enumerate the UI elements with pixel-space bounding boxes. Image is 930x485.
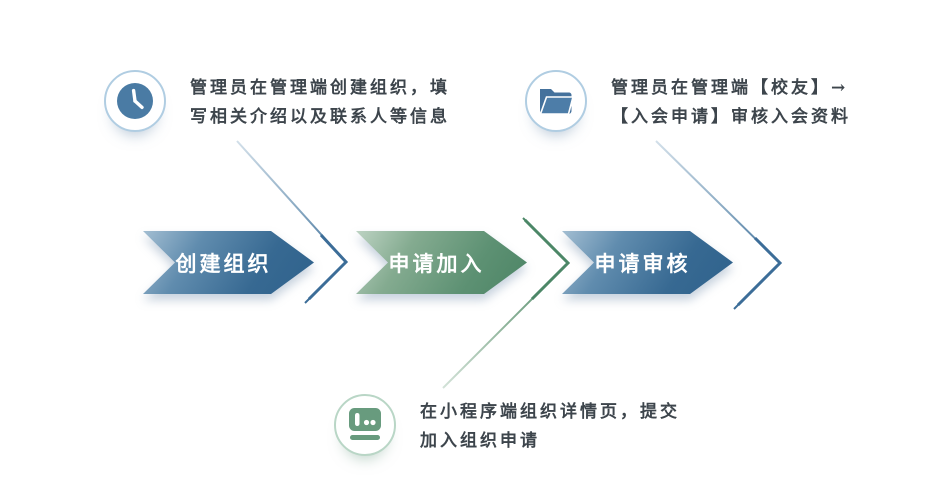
chevron-connector-3 bbox=[655, 140, 783, 310]
chart-board-icon bbox=[334, 394, 396, 456]
chevron-connector-2 bbox=[442, 217, 571, 389]
step-label: 创建组织 bbox=[143, 231, 314, 294]
note-line: 在小程序端组织详情页，提交 bbox=[420, 402, 680, 422]
note-review: 管理员在管理端【校友】→ 【入会申请】审核入会资料 bbox=[525, 70, 851, 132]
note-line: 【入会申请】审核入会资料 bbox=[611, 107, 851, 127]
note-line: 加入组织申请 bbox=[420, 431, 540, 451]
clock-icon bbox=[104, 70, 166, 132]
folder-open-icon bbox=[525, 70, 587, 132]
note-review-text: 管理员在管理端【校友】→ 【入会申请】审核入会资料 bbox=[611, 74, 851, 132]
note-apply-text: 在小程序端组织详情页，提交 加入组织申请 bbox=[420, 398, 680, 456]
step-create-org: 创建组织 bbox=[143, 231, 314, 294]
note-create-org: 管理员在管理端创建组织，填 写相关介绍以及联系人等信息 bbox=[104, 70, 450, 132]
note-line: 管理员在管理端【校友】→ bbox=[611, 78, 849, 98]
note-line: 管理员在管理端创建组织，填 bbox=[190, 78, 450, 98]
note-create-org-text: 管理员在管理端创建组织，填 写相关介绍以及联系人等信息 bbox=[190, 74, 450, 132]
step-review: 申请审核 bbox=[562, 231, 733, 294]
step-apply-join: 申请加入 bbox=[356, 231, 527, 294]
chevron-connector-1 bbox=[236, 140, 349, 304]
note-apply: 在小程序端组织详情页，提交 加入组织申请 bbox=[334, 394, 680, 456]
step-label: 申请加入 bbox=[356, 231, 527, 294]
step-label: 申请审核 bbox=[562, 231, 733, 294]
note-line: 写相关介绍以及联系人等信息 bbox=[190, 107, 450, 127]
